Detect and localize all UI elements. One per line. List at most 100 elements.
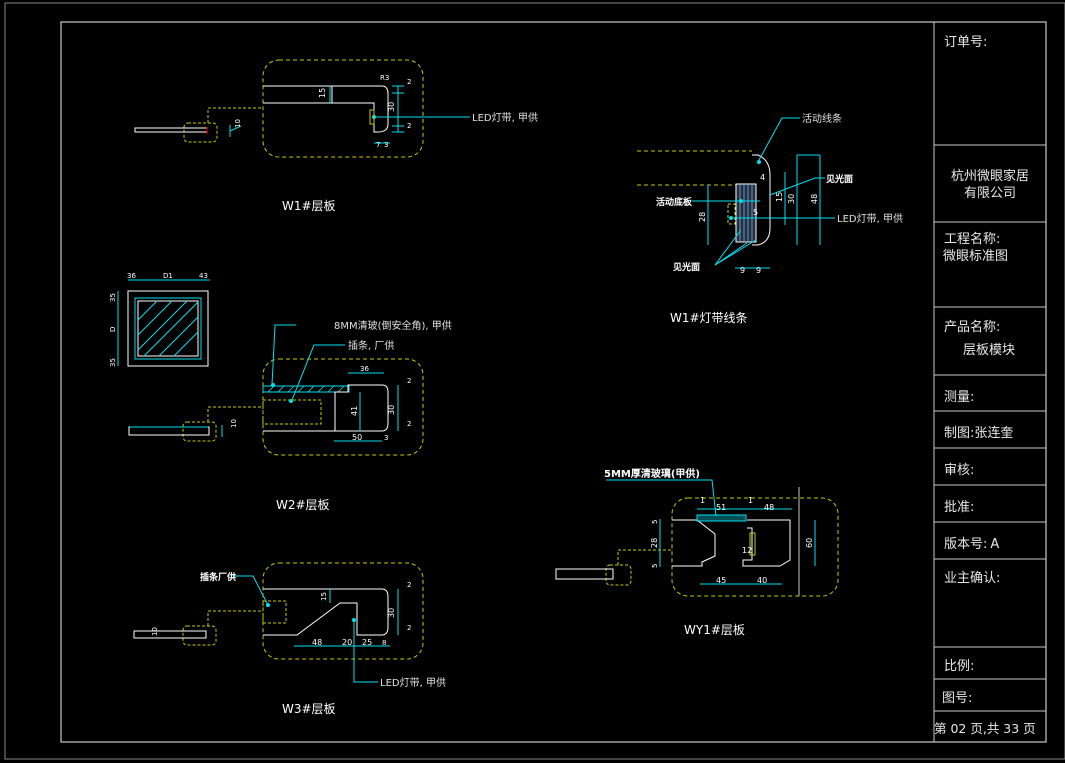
dim-small-w3: 10 [151, 627, 159, 636]
outer-border [4, 2, 1065, 760]
glass-note-wy1: 5MM厚清玻璃(甲供) [604, 467, 700, 480]
dim-d-w1-strip: 5 [753, 208, 758, 217]
dim-frame-b-w2: 35 [109, 358, 117, 367]
owner-confirm-label: 业主确认: [944, 571, 1001, 586]
dim-edge-w2: 3 [384, 434, 388, 442]
drawn-value: 张连奎 [974, 426, 1014, 441]
movable-panel-label: 活动底板 [656, 196, 693, 208]
dim-small-w2: 10 [230, 419, 238, 428]
title-block-grid [933, 22, 1046, 742]
led-note-w1: LED灯带, 甲供 [472, 111, 538, 124]
drawing-w3: 插条厂供 LED灯带, 甲供 15 48 20 25 8 30 2 2 10 W… [133, 562, 446, 716]
dim-top2-wy1: 48 [764, 503, 774, 512]
drawing-frame [60, 21, 1047, 743]
dim-base-w2: 50 [352, 433, 362, 442]
frame-outer-w2 [127, 290, 209, 367]
dim-top-w1: 2 [407, 78, 411, 86]
detail-callout-w3 [262, 562, 424, 660]
company-name: 杭州微眼家居 有限公司 [934, 168, 1046, 202]
dimensions-w1 [229, 85, 470, 144]
dim-height-w2: 41 [350, 406, 359, 416]
dim-frame-mid-w2: D1 [163, 272, 173, 280]
drawn-field: 制图:张连奎 [944, 422, 1013, 441]
dim-left-w1-strip: 28 [698, 212, 707, 222]
dim-bottom-w3: 2 [407, 624, 411, 632]
company-line1: 杭州微眼家居 [950, 169, 1029, 184]
movable-strip-profile [752, 154, 771, 246]
small-callout-w1 [183, 122, 218, 143]
glass-hatch-w2 [137, 300, 199, 357]
version-label: 版本号: [944, 537, 988, 552]
dim-g1-wy1: 1 [700, 496, 705, 505]
dim-e-w1-strip: 9 [740, 266, 745, 275]
dim-radius-w1: R3 [380, 74, 389, 82]
version-value: A [990, 537, 1000, 552]
dim-frame-t-w2: 35 [109, 293, 117, 302]
dim-f-w1-strip: 9 [756, 266, 761, 275]
glass-note-w2: 8MM清玻(倒安全角), 甲供 [334, 319, 452, 332]
drawing-w2: 36 D1 43 D 35 35 8MM清玻(倒安全角) [109, 272, 452, 512]
company-line2: 有限公司 [963, 186, 1016, 201]
shelf-profile-w2 [263, 384, 389, 432]
title-w1-strip: W1#灯带线条 [670, 311, 748, 325]
dim-c-w1-strip: 4 [760, 173, 765, 182]
dim-left-wy1: 28 [650, 538, 659, 548]
dimensions-w1-strip [692, 117, 835, 269]
dim-g-w1-strip: 15 [775, 192, 784, 202]
led-note-w1-strip: LED灯带, 甲供 [837, 212, 903, 225]
version-field: 版本号:A [944, 533, 999, 552]
insert-strip-w3 [262, 600, 287, 624]
insert-note-w2: 插条, 厂供 [348, 339, 394, 352]
shelf-right-profile-wy1 [742, 519, 791, 567]
dim-lt-wy1: 5 [651, 520, 659, 524]
shelf-profile-w3 [263, 588, 389, 636]
insert-strip-w2 [262, 399, 322, 425]
page-indicator: 第 02 页,共 33 页 [934, 721, 1036, 736]
dim-mid-w1: 30 [387, 102, 396, 112]
product-label: 产品名称: [944, 320, 1001, 335]
dim-frame-side-w2: D [109, 327, 117, 332]
dim-small-w1: 10 [234, 119, 242, 128]
dimensions-w3 [233, 575, 399, 683]
shelf-profile-w1 [263, 85, 389, 133]
detail-callout-wy1 [671, 497, 839, 597]
dim-inner-wy1: 12 [742, 546, 752, 555]
dim-d1-w3: 48 [312, 638, 322, 647]
dim-d2-w3: 20 [342, 638, 352, 647]
title-w1: W1#层板 [282, 199, 336, 213]
project-field: 工程名称: 微眼标准图 [943, 231, 1008, 265]
dimensions-w2 [221, 324, 399, 442]
drawing-w1: 15 30 2 2 7 3 10 R3 LED灯带, 甲供 W1#层板 [134, 59, 538, 213]
title-w2: W2#层板 [276, 498, 330, 512]
dim-bottom-w1: 2 [407, 122, 411, 130]
dim-mid-w2: 30 [387, 405, 396, 415]
dim-d3-w3: 25 [362, 638, 372, 647]
glass-strip-wy1 [696, 514, 747, 522]
dim-h-w1-strip: 30 [787, 194, 796, 204]
dim-frame-right-w2: 43 [199, 272, 208, 280]
dim-thickness-w1: 15 [318, 88, 327, 98]
title-w3: W3#层板 [282, 702, 336, 716]
dim-mid-w3: 30 [387, 608, 396, 618]
order-no-label: 订单号: [944, 35, 988, 50]
dim-lb-wy1: 5 [651, 564, 659, 568]
dim-thickness-w3: 15 [320, 592, 328, 601]
drawing-w1-strip: 活动线条 见光面 活动底板 LED灯带, 甲供 见光面 28 15 30 48 … [637, 112, 903, 325]
drawing-no-label: 图号: [942, 691, 973, 706]
drawn-label: 制图: [944, 426, 975, 441]
insert-note-w3: 插条厂供 [200, 571, 236, 583]
dim-width-w2: 36 [360, 365, 369, 373]
dim-a-w1: 7 [376, 141, 380, 149]
dim-bottom-w2: 2 [407, 420, 411, 428]
diffuser-bottom-label: 见光面 [673, 261, 700, 273]
dim-top-w2: 2 [407, 377, 411, 385]
title-wy1: WY1#层板 [684, 623, 745, 637]
dim-frame-top-w2: 36 [127, 272, 136, 280]
dimensions-wy1 [606, 479, 816, 585]
callout-leader-w1 [207, 107, 263, 123]
dim-top1-wy1: 51 [716, 503, 726, 512]
detail-callout-w1 [262, 59, 424, 158]
dim-b1-wy1: 45 [716, 576, 726, 585]
dim-top-w3: 2 [407, 581, 411, 589]
